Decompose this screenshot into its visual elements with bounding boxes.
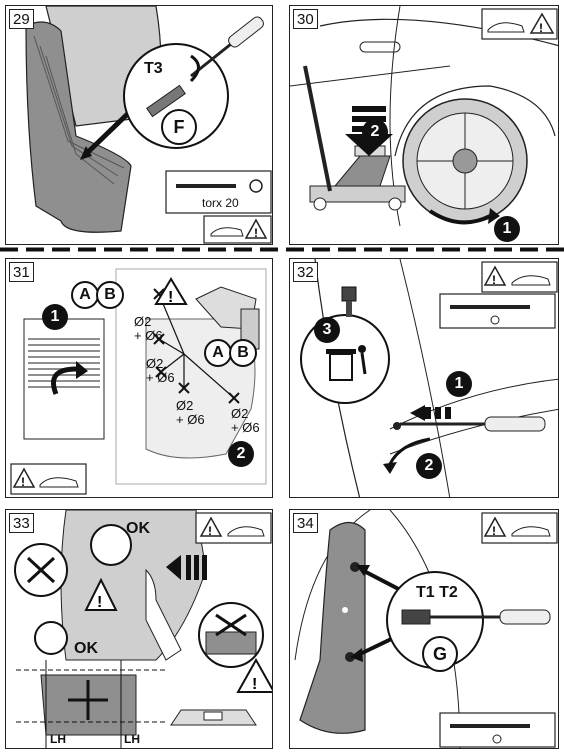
panel-number: 32 [293, 262, 318, 282]
svg-text:!: ! [492, 524, 496, 538]
variant-a-text-2: A [212, 344, 224, 361]
variant-b-badge: B [96, 281, 124, 309]
fastener-letter-g: G [422, 636, 458, 672]
variant-b-text-2: B [237, 344, 249, 361]
panel-30-illustration: ! [290, 6, 558, 227]
variant-b-text: B [104, 286, 116, 303]
step-3-badge: 3 [314, 317, 340, 343]
tool-label-t3: T3 [144, 60, 163, 77]
section-divider [0, 247, 564, 252]
panel-number: 29 [9, 9, 34, 29]
panel-34: 34 ! T1 T2 G [289, 509, 559, 749]
panel-number: 34 [293, 513, 318, 533]
step-2-badge: 2 [362, 119, 388, 145]
tools-label-t1-t2: T1 T2 [416, 584, 458, 601]
fastener-letter-text: G [432, 644, 447, 664]
svg-text:!: ! [21, 475, 25, 489]
svg-text:!: ! [492, 273, 496, 287]
panel-33-illustration: ! ! ! [14, 510, 272, 748]
hole-label-1: Ø2+ Ø6 [134, 314, 163, 343]
panel-number: 33 [9, 513, 34, 533]
step-2-text: 2 [424, 457, 434, 474]
mud-flap [299, 521, 366, 734]
panel-32: 32 ! 3 1 [289, 258, 559, 498]
panel-30: 30 ! 2 [289, 5, 559, 245]
ok-label-top: OK [126, 520, 150, 537]
svg-text:!: ! [539, 21, 543, 35]
hole-label-3: Ø2+ Ø6 [176, 398, 205, 427]
step-1-badge: 1 [494, 216, 520, 242]
mud-flap [25, 21, 132, 233]
variant-a-badge: A [71, 281, 99, 309]
panel-34-illustration: ! [294, 510, 558, 748]
step-1-text: 1 [50, 308, 60, 325]
panel-29-illustration: ! [25, 6, 272, 244]
panel-31: 31 [5, 258, 273, 498]
panel-number: 31 [9, 262, 34, 282]
panel-29: 29 ! T3 F torx 20 [5, 5, 273, 245]
step-2-text: 2 [236, 445, 246, 462]
svg-text:!: ! [208, 524, 212, 538]
step-1-text: 1 [454, 375, 464, 392]
panel-31-illustration: ! ! [10, 268, 267, 495]
panel-number: 30 [293, 9, 318, 29]
variant-b-badge-2: B [229, 339, 257, 367]
hole-label-4: Ø2+ Ø6 [231, 406, 260, 435]
step-1-badge: 1 [446, 371, 472, 397]
fastener-letter-text: F [173, 117, 185, 137]
variant-a-text: A [79, 286, 91, 303]
lh-label-left: LH [50, 732, 66, 746]
panel-33: 33 ! [5, 509, 273, 749]
fastener-letter-f: F [161, 109, 197, 145]
torx-size-caption: torx 20 [202, 196, 239, 210]
step-3-text: 3 [322, 321, 332, 338]
variant-a-badge-2: A [204, 339, 232, 367]
svg-text:!: ! [252, 676, 257, 693]
step-2-text: 2 [370, 123, 380, 140]
step-2-badge: 2 [228, 441, 254, 467]
hole-label-2: Ø2+ Ø6 [146, 356, 175, 385]
step-1-text: 1 [502, 220, 512, 237]
step-2-badge: 2 [416, 453, 442, 479]
panel-32-illustration: ! [300, 259, 558, 497]
lh-label-right: LH [124, 732, 140, 746]
ok-label-bottom: OK [74, 640, 98, 657]
svg-text:!: ! [168, 289, 173, 306]
svg-text:!: ! [97, 594, 102, 611]
svg-text:!: ! [254, 226, 258, 240]
step-1-badge: 1 [42, 304, 68, 330]
